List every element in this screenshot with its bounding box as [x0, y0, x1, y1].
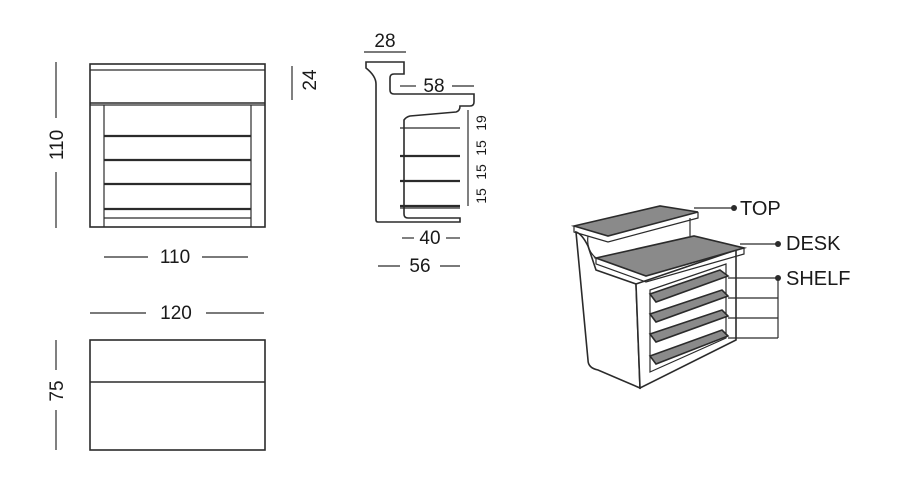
side-total-depth-dim: 56: [409, 256, 430, 277]
iso-shelf-3: [648, 309, 730, 343]
label-shelf: SHELF: [786, 268, 850, 290]
top-depth-dim: 75: [47, 380, 68, 401]
side-base-depth-dim: 40: [419, 228, 440, 249]
side-spacing-top: 19: [473, 115, 489, 131]
iso-shelf-2: [648, 289, 730, 323]
side-spacing-low2: 15: [473, 188, 489, 204]
top-width-dim: 120: [160, 303, 192, 324]
iso-shelf-4: [648, 329, 730, 365]
iso-view: [570, 205, 748, 390]
label-desk: DESK: [786, 233, 841, 255]
front-outline: [89, 63, 266, 228]
front-top-height-dim: 24: [300, 69, 321, 91]
iso-shelf-1: [648, 269, 730, 303]
front-view: [89, 63, 266, 228]
side-top-depth-dim: 28: [374, 31, 395, 52]
label-top: TOP: [740, 198, 781, 220]
side-spacing-low1: 15: [473, 164, 489, 180]
top-outline: [89, 339, 266, 451]
front-width-dim: 110: [160, 247, 190, 268]
side-profile: [365, 61, 475, 223]
side-spacing-mid: 15: [473, 140, 489, 156]
top-view: [89, 339, 266, 451]
side-view: [365, 61, 475, 223]
side-desk-depth-dim: 58: [423, 76, 444, 97]
iso-top: [570, 205, 699, 237]
front-height-dim: 110: [47, 130, 68, 160]
